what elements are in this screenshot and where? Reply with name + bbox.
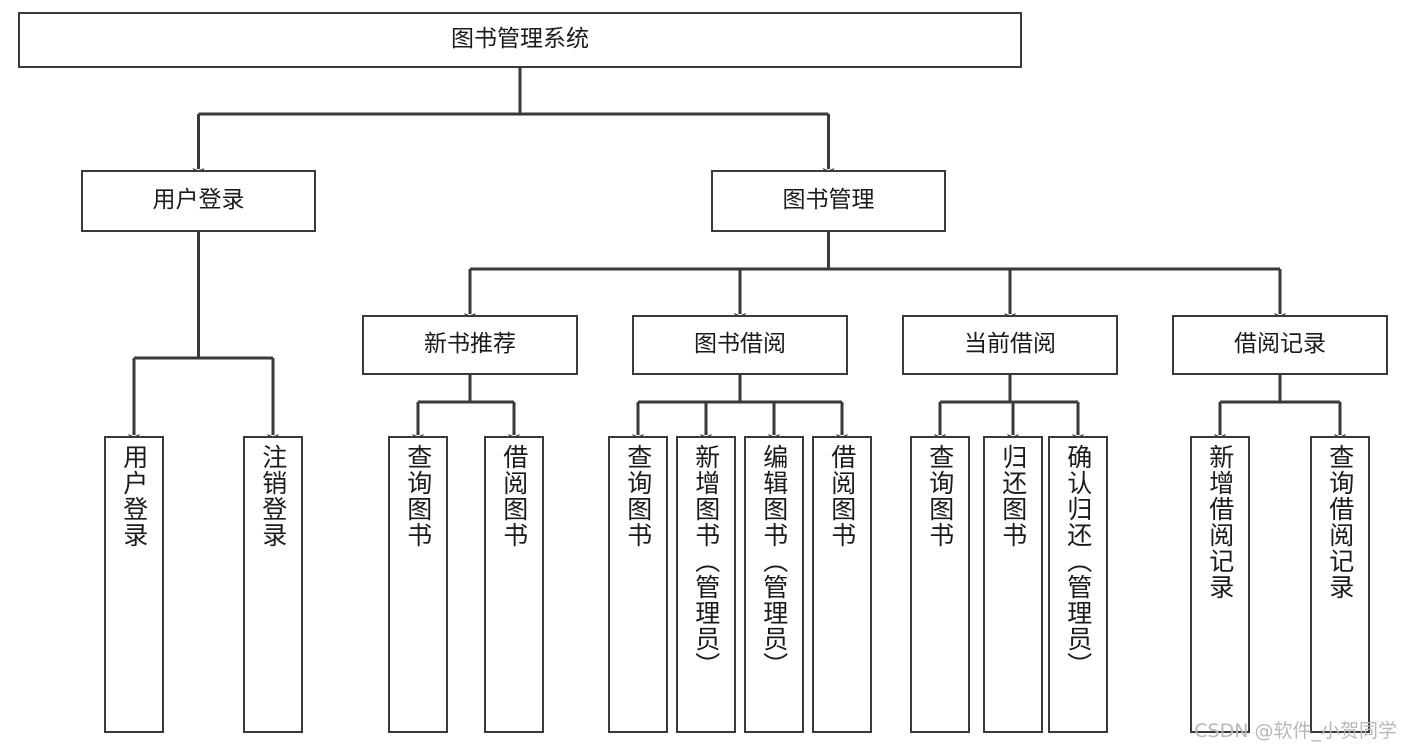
- leaf-rec-query-book-label: 查询图书: [403, 444, 433, 548]
- node-book-management[interactable]: 图书管理: [711, 170, 946, 232]
- node-user-login[interactable]: 用户登录: [81, 170, 316, 232]
- leaf-br-query-record[interactable]: 查询借阅记录: [1310, 436, 1370, 733]
- leaf-logout[interactable]: 注销登录: [243, 436, 303, 733]
- leaf-bb-query-book-label: 查询图书: [623, 444, 653, 548]
- node-current-borrowing[interactable]: 当前借阅: [902, 315, 1118, 375]
- node-new-book-recommendation[interactable]: 新书推荐: [362, 315, 578, 375]
- leaf-bb-borrow-book[interactable]: 借阅图书: [812, 436, 872, 733]
- watermark: CSDN @软件_小贺同学: [1194, 720, 1397, 742]
- node-book-borrowing[interactable]: 图书借阅: [632, 315, 848, 375]
- leaf-rec-borrow-book-label: 借阅图书: [499, 444, 529, 548]
- leaf-bb-add-book-label: 新增图书（管理员）: [691, 444, 721, 678]
- leaf-bb-borrow-book-label: 借阅图书: [827, 444, 857, 548]
- node-book-management-label: 图书管理: [782, 187, 875, 214]
- leaf-user-login-label: 用户登录: [119, 444, 149, 548]
- leaf-rec-query-book[interactable]: 查询图书: [388, 436, 448, 733]
- leaf-cb-query-book[interactable]: 查询图书: [910, 436, 970, 733]
- leaf-bb-edit-book-label: 编辑图书（管理员）: [759, 444, 789, 678]
- leaf-cb-query-book-label: 查询图书: [925, 444, 955, 548]
- connector-edges: [128, 68, 1346, 444]
- leaf-cb-return-book-label: 归还图书: [998, 444, 1028, 548]
- node-borrowing-record[interactable]: 借阅记录: [1172, 315, 1388, 375]
- leaf-bb-add-book[interactable]: 新增图书（管理员）: [676, 436, 736, 733]
- leaf-br-add-record-label: 新增借阅记录: [1205, 444, 1235, 600]
- leaf-bb-query-book[interactable]: 查询图书: [608, 436, 668, 733]
- node-user-login-label: 用户登录: [152, 187, 245, 214]
- node-current-borrowing-label: 当前借阅: [964, 331, 1056, 358]
- leaf-cb-confirm-return[interactable]: 确认归还（管理员）: [1048, 436, 1108, 733]
- leaf-logout-label: 注销登录: [258, 444, 288, 548]
- leaf-br-query-record-label: 查询借阅记录: [1325, 444, 1355, 600]
- node-book-borrowing-label: 图书借阅: [694, 331, 786, 358]
- leaf-rec-borrow-book[interactable]: 借阅图书: [484, 436, 544, 733]
- node-root-label: 图书管理系统: [451, 26, 589, 53]
- leaf-bb-edit-book[interactable]: 编辑图书（管理员）: [744, 436, 804, 733]
- node-new-book-recommendation-label: 新书推荐: [424, 331, 516, 358]
- node-borrowing-record-label: 借阅记录: [1234, 331, 1326, 358]
- leaf-br-add-record[interactable]: 新增借阅记录: [1190, 436, 1250, 733]
- leaf-cb-confirm-return-label: 确认归还（管理员）: [1063, 444, 1093, 678]
- leaf-user-login[interactable]: 用户登录: [104, 436, 164, 733]
- leaf-cb-return-book[interactable]: 归还图书: [983, 436, 1043, 733]
- node-root[interactable]: 图书管理系统: [18, 12, 1022, 68]
